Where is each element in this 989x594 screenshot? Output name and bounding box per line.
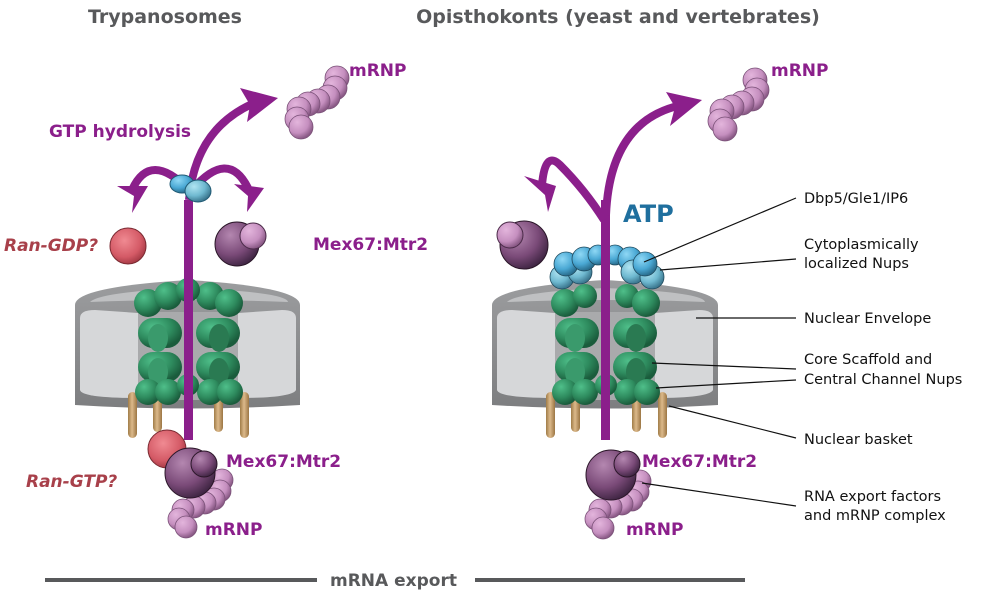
footer-label: mRNA export [330, 571, 457, 591]
legend-cyto-nups-line1: Cytoplasmically [804, 237, 919, 253]
gap-icon [184, 179, 212, 203]
arrow-head-to-mex67 [234, 184, 264, 212]
arrow-head-to-ran-gdp [117, 186, 148, 213]
legend-rna-export-line1: RNA export factors [804, 489, 941, 505]
left-nuclear-pore: mRNP GTP hydrolysis Ran-GDP? Mex67:Mtr2 … [4, 61, 428, 540]
legend-core-scaffold-line1: Core Scaffold and [804, 352, 932, 368]
legend-cyto-nups-line2: localized Nups [804, 256, 909, 272]
legend-core-scaffold-line2: Central Channel Nups [804, 372, 962, 388]
right-mrnp-top [707, 67, 770, 142]
legend-rna-export-line2: and mRNP complex [804, 508, 946, 524]
left-export-path [184, 200, 193, 440]
left-mex67-bottom-label: Mex67:Mtr2 [226, 452, 341, 472]
right-mrnp-top-label: mRNP [771, 61, 829, 81]
footer: mRNA export [45, 571, 745, 591]
left-mrnp-top-label: mRNP [349, 61, 407, 81]
arrow-head-to-mrnp-right [666, 92, 702, 126]
legend-nuclear-envelope: Nuclear Envelope [804, 311, 931, 327]
left-panel-title: Trypanosomes [88, 6, 242, 28]
atp-label: ATP [623, 200, 674, 228]
right-mrnp-bottom-label: mRNP [626, 520, 684, 540]
left-mrnp-bottom-label: mRNP [205, 520, 263, 540]
left-mrnp-bottom [167, 468, 234, 539]
right-core-scaffold-nups [551, 284, 660, 405]
footer-line-right [475, 578, 745, 582]
gtp-hydrolysis-label: GTP hydrolysis [49, 122, 191, 142]
left-core-scaffold-nups [134, 278, 243, 405]
ran-gtp-label: Ran-GTP? [26, 472, 117, 492]
right-export-arrows [538, 101, 683, 223]
right-mex67-bottom-label: Mex67:Mtr2 [642, 452, 757, 472]
left-mex67-top-label: Mex67:Mtr2 [313, 235, 428, 255]
right-nuclear-pore: ATP mRNP Mex67:Mtr2 [492, 61, 829, 540]
legend-leader-lines [641, 197, 797, 507]
legend-dbp5: Dbp5/Gle1/IP6 [804, 191, 908, 207]
legend: Dbp5/Gle1/IP6 Cytoplasmically localized … [804, 191, 962, 524]
ran-gdp-sphere [109, 227, 147, 265]
arrow-head-to-mex67-right [524, 176, 556, 212]
right-export-path [601, 200, 610, 440]
right-panel-title: Opisthokonts (yeast and vertebrates) [416, 6, 820, 28]
arrow-head-to-mrnp [240, 88, 278, 122]
left-mrnp-top [284, 65, 350, 140]
footer-line-left [45, 578, 317, 582]
legend-nuclear-basket: Nuclear basket [804, 432, 913, 448]
ran-gdp-label: Ran-GDP? [4, 236, 98, 256]
